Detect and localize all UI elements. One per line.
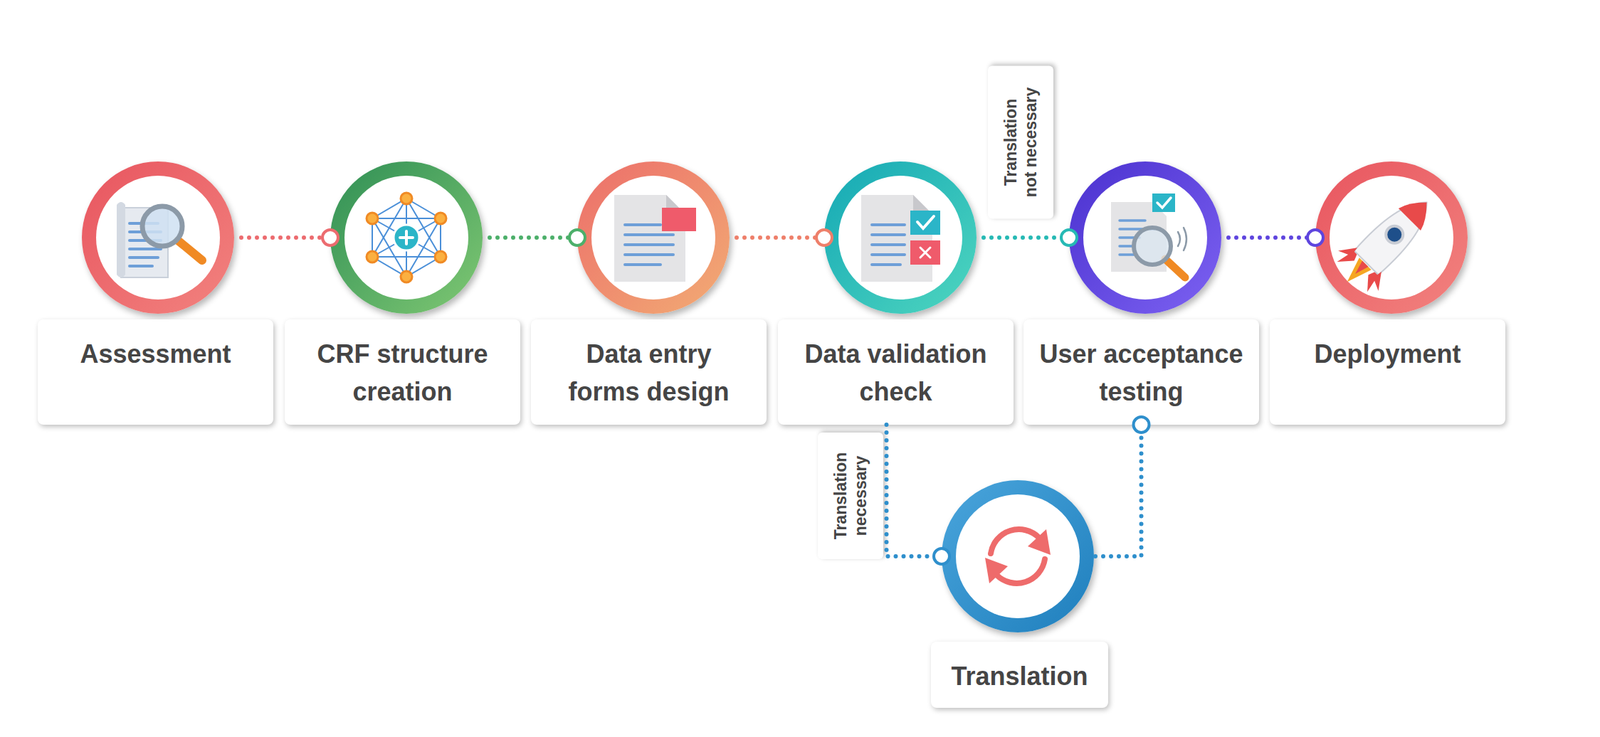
connector-end-dot	[1133, 417, 1150, 433]
step-label: Data validation check	[785, 335, 1007, 411]
dotted-connector	[241, 229, 339, 246]
label-box: Assessment	[37, 319, 274, 425]
process-step: Data validation check	[777, 161, 1014, 425]
process-step: Translation	[930, 480, 1109, 709]
label-box: Deployment	[1269, 319, 1506, 425]
step-label: CRF structure creation	[292, 335, 514, 411]
dotted-connector	[1228, 229, 1324, 246]
testing-icon	[1111, 193, 1187, 278]
connector-line	[983, 235, 1070, 240]
ring-center	[96, 175, 220, 300]
label-line-wrap: Data validation check	[785, 335, 1007, 411]
step-ring	[1315, 161, 1468, 314]
connector-line	[736, 235, 825, 240]
connector-end-dot	[933, 548, 950, 565]
label-line-wrap: CRF structure creation	[292, 335, 514, 411]
process-step: CRF structure creation	[284, 161, 521, 425]
assessment-icon	[116, 202, 203, 278]
edge-label: Translation not necessary	[987, 66, 1054, 220]
connector-line	[1095, 424, 1142, 557]
step-ring	[1069, 161, 1222, 314]
step-label: User acceptance testing	[1031, 335, 1252, 411]
connector-end-dot	[1061, 229, 1077, 246]
ring-center	[344, 175, 469, 300]
process-step: Deployment	[1269, 161, 1506, 425]
connector-end-dot	[322, 229, 339, 246]
label-line-wrap: Data entry forms design	[560, 335, 739, 411]
connector-line	[1228, 235, 1316, 240]
label-line-wrap: Deployment	[1277, 335, 1499, 373]
validation-icon	[861, 195, 941, 282]
network-icon	[366, 192, 447, 283]
connector-end-dot	[816, 229, 833, 246]
edge-label: Translation necessary	[817, 432, 884, 560]
step-label: Data entry forms design	[560, 335, 739, 411]
label-line-wrap: User acceptance testing	[1031, 335, 1252, 411]
process-step: User acceptance testing	[1023, 161, 1260, 425]
form-icon	[614, 195, 697, 282]
label-box: Translation	[930, 641, 1109, 709]
step-label: Assessment	[79, 335, 231, 373]
dotted-connector	[886, 424, 951, 565]
step-ring	[577, 161, 730, 314]
step-label: Translation	[950, 657, 1088, 696]
dotted-connector	[1095, 417, 1150, 557]
dotted-connector	[489, 229, 586, 246]
label-line-wrap: Assessment	[45, 335, 267, 373]
connector-end-dot	[1307, 229, 1324, 246]
ring-center	[1083, 175, 1208, 300]
step-ring	[81, 161, 235, 314]
step-ring	[330, 161, 483, 314]
ring-center	[1329, 175, 1454, 300]
label-box: Data entry forms design	[530, 319, 767, 425]
ring-center	[591, 175, 716, 300]
dotted-connector	[983, 229, 1077, 246]
connector-line	[241, 235, 331, 240]
label-line-wrap: Translation	[934, 657, 1106, 696]
rocket-icon	[1326, 182, 1447, 302]
step-label: Deployment	[1313, 335, 1461, 373]
dotted-connector	[736, 229, 833, 246]
connector-line	[489, 235, 578, 240]
process-step: Data entry forms design	[530, 161, 767, 425]
ring-center	[838, 175, 963, 300]
cycle-icon	[985, 529, 1051, 584]
step-ring	[824, 161, 977, 314]
label-box: User acceptance testing	[1023, 319, 1260, 425]
label-box: Data validation check	[777, 319, 1014, 425]
ring-center	[955, 494, 1080, 619]
label-box: CRF structure creation	[284, 319, 521, 425]
step-ring	[941, 480, 1094, 633]
connector-line	[886, 424, 943, 557]
connector-end-dot	[569, 229, 586, 246]
process-step: Assessment	[37, 161, 274, 425]
